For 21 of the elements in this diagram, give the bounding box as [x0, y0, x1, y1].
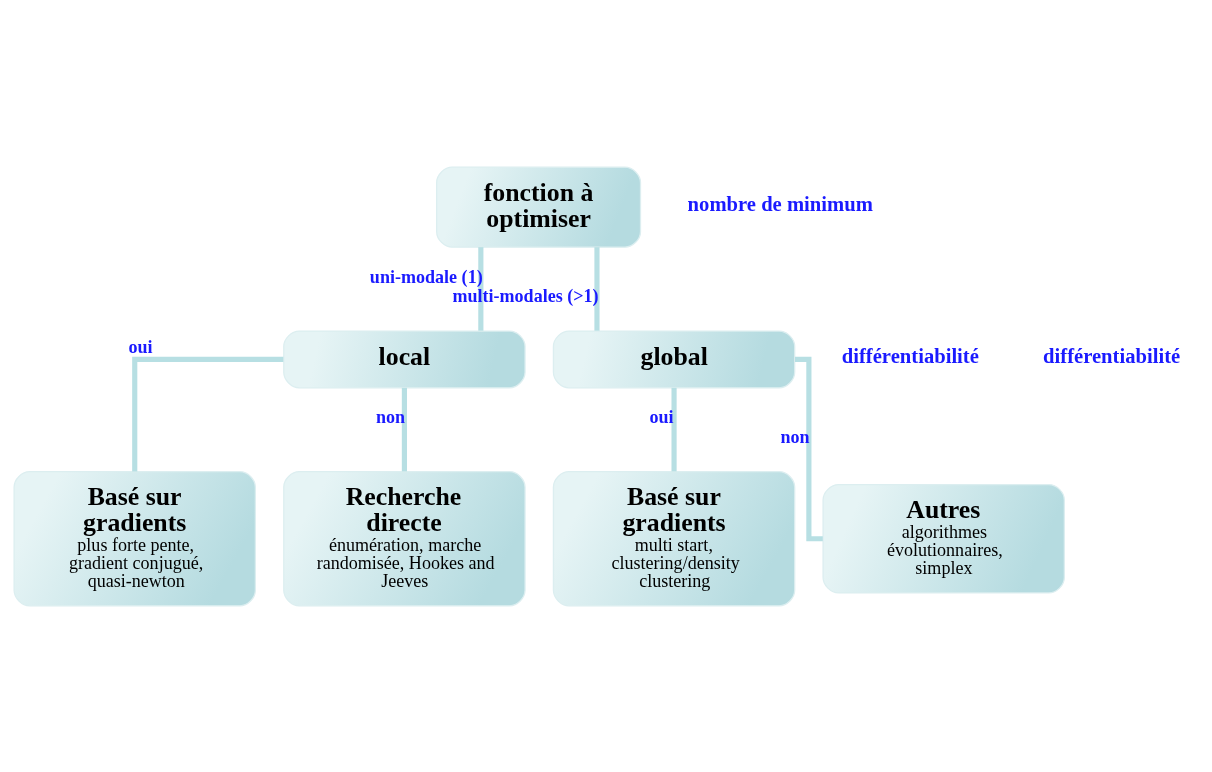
node-box: global [552, 329, 796, 388]
connector [132, 356, 284, 471]
node-box: Recherche directe énumération, marche randomisée, Hookes and Jeeves [283, 470, 526, 606]
connector [794, 356, 823, 541]
node-box: Basé sur gradients multi start, clustering/density clustering [552, 470, 796, 606]
connector [478, 246, 484, 331]
node-box: Autres algorithmes évolutionnaires, simplex [822, 483, 1065, 594]
edge-label: non [376, 406, 406, 427]
label: nombre de minimum [687, 192, 873, 215]
node-box: fonction à optimiser [436, 166, 642, 248]
connector [671, 387, 677, 471]
connector [594, 246, 600, 331]
node-box: Basé sur gradients plus forte pente, gradient conjugué, quasi-newton [13, 470, 257, 606]
edge-label: oui [649, 406, 674, 427]
label: différentiabilité [1043, 344, 1181, 367]
connector [401, 387, 407, 471]
node-box: local [283, 329, 526, 388]
edge-label: oui [128, 336, 153, 357]
edge-label: uni-modale (1) [369, 266, 483, 287]
label: différentiabilité [841, 344, 979, 367]
edge-label: non [780, 426, 810, 447]
